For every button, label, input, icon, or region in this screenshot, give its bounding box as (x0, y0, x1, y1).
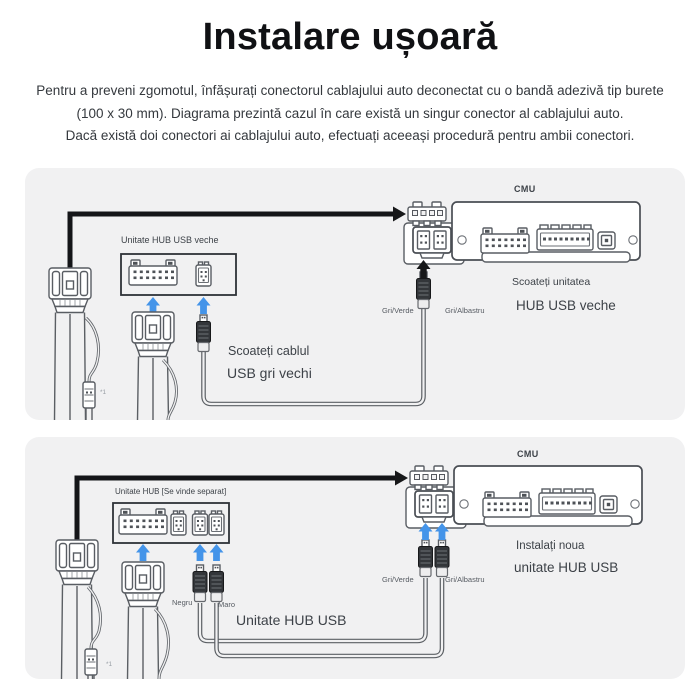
new-hub-box-label: Unitate HUB [Se vinde separat] (115, 487, 227, 496)
old-usb-cable (195, 271, 432, 407)
plug-label-negru: Negru (172, 598, 193, 607)
wire-label-gri-verde: Gri/Verde (382, 306, 414, 315)
old-hub-unit-box (120, 253, 237, 296)
blue-arrow-2 (196, 297, 211, 314)
panel-install-new-hub: Unitate HUB [Se vinde separat] CMU Negru… (25, 437, 685, 679)
cmu-unit-drawing (404, 202, 640, 264)
new-usb-cable-negru (197, 578, 428, 644)
panel-remove-old-hub: Unitate HUB USB veche CMU Scoateți cablu… (25, 168, 685, 420)
intro-line-3: Dacă există doi conectori ai cablajului … (65, 128, 635, 143)
plug-label-maro: Maro (218, 600, 236, 609)
step-install-line2: unitate HUB USB (514, 560, 619, 575)
blue-arrow-2 (193, 544, 207, 561)
black-harness-route (67, 206, 406, 270)
footnote-mark: *1 (100, 389, 107, 396)
step-remove-cable-line2: USB gri vechi (227, 365, 312, 381)
loop-wire-left (84, 585, 103, 679)
blue-arrow-3 (209, 544, 224, 561)
new-hub-unit-box (112, 502, 230, 544)
loop-wire-left (82, 316, 101, 420)
step-remove-unit-line1: Scoateți unitatea (512, 276, 591, 288)
cmu-label: CMU (517, 449, 539, 459)
new-usb-cable-maro (214, 578, 445, 659)
panel2-diagram (55, 437, 685, 679)
panel1-diagram (48, 168, 685, 420)
black-harness-route (74, 470, 408, 542)
hub-usb-cable-label: Unitate HUB USB (236, 612, 347, 628)
intro-line-1: Pentru a preveni zgomotul, înfășurați co… (36, 83, 664, 98)
hub-harness-connector (131, 311, 178, 420)
intro-line-2: (100 x 30 mm). Diagrama prezintă cazul î… (76, 105, 624, 121)
cmu-label: CMU (514, 184, 536, 194)
cmu-unit-drawing (406, 466, 642, 528)
blue-arrow-1 (136, 544, 150, 561)
step-remove-cable-line1: Scoateți cablul (228, 344, 310, 358)
usb-plug-maro (208, 564, 225, 603)
wire-label-gri-albastru: Gri/Albastru (445, 575, 485, 584)
step-remove-unit-line2: HUB USB veche (516, 298, 616, 313)
usb-plug-negru (192, 564, 208, 603)
step-install-line1: Instalați noua (516, 540, 585, 552)
intro-paragraph: Pentru a preveni zgomotul, înfășurați co… (30, 80, 670, 148)
page-title: Instalare ușoară (202, 16, 498, 58)
old-hub-box-label: Unitate HUB USB veche (121, 235, 219, 245)
usb-plug-gri-albastru (434, 539, 450, 578)
hub-harness-connector (121, 561, 170, 679)
wire-label-gri-verde: Gri/Verde (382, 575, 414, 584)
wire-label-gri-albastru: Gri/Albastru (445, 306, 485, 315)
footnote-mark: *1 (106, 661, 113, 668)
old-usb-plug (195, 314, 212, 353)
usb-plug-gri-verde (417, 539, 434, 578)
